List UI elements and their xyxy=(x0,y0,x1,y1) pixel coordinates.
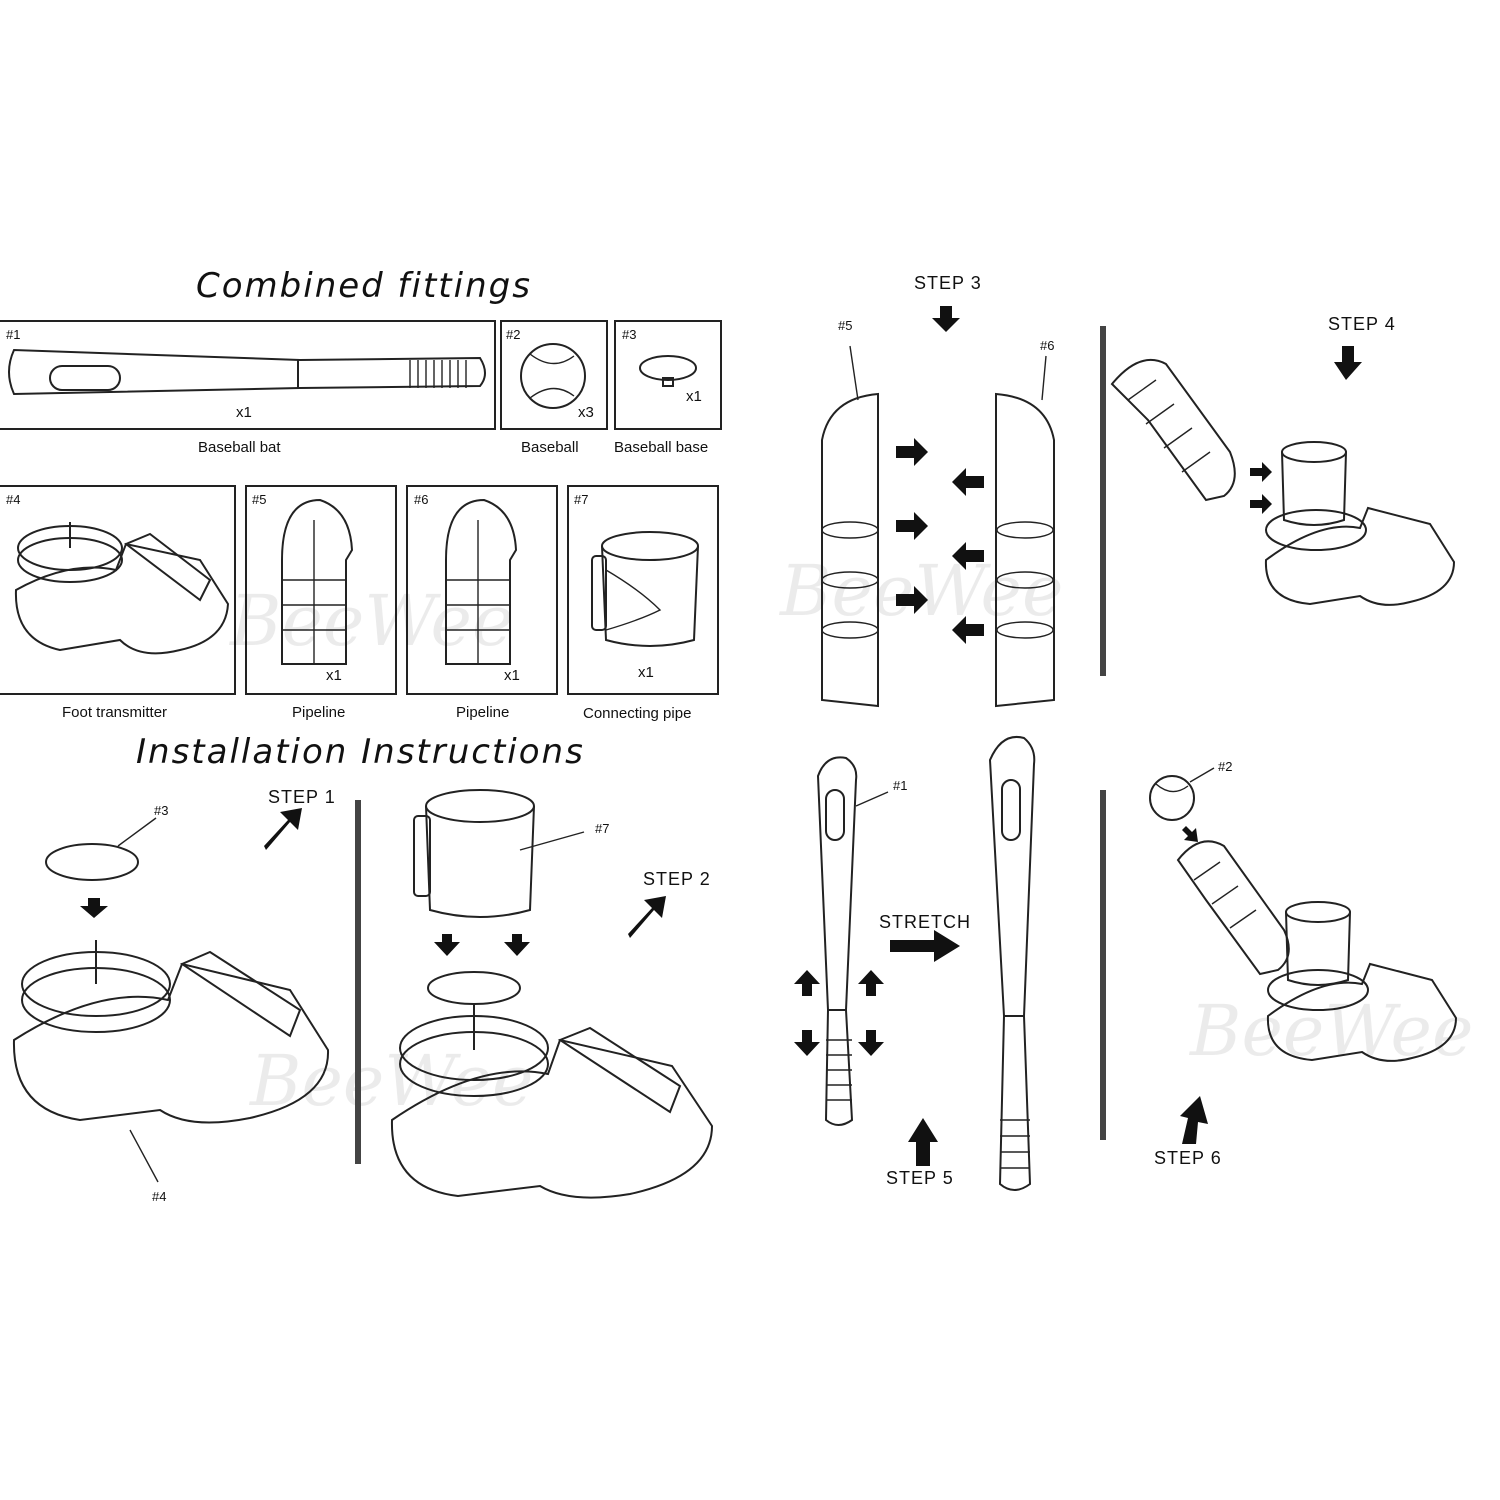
pipeline-icon xyxy=(281,498,354,665)
divider xyxy=(1100,790,1106,1140)
part-label: Connecting pipe xyxy=(583,705,692,722)
baseball-bat-icon xyxy=(8,348,486,396)
step-4-illustration xyxy=(1110,346,1456,606)
part-qty: x1 xyxy=(504,667,520,684)
part-box-base xyxy=(614,320,722,430)
step-6-illustration xyxy=(1149,767,1458,1144)
pipeline-icon xyxy=(445,498,518,665)
foot-transmitter-icon xyxy=(14,522,230,655)
step-3-illustration xyxy=(821,306,1055,708)
step-1-illustration xyxy=(12,808,330,1183)
base-icon xyxy=(639,355,697,387)
part-box-bat xyxy=(0,320,496,430)
step-5-illustration xyxy=(794,736,1036,1191)
part-label: Baseball xyxy=(521,439,579,456)
fittings-title: Combined fittings xyxy=(196,266,532,306)
step-label: STEP 6 xyxy=(1154,1148,1222,1168)
part-label: Pipeline xyxy=(456,704,510,721)
part-qty: x1 xyxy=(236,404,252,421)
watermark: BeeWee xyxy=(230,580,514,662)
watermark: BeeWee xyxy=(1190,990,1474,1072)
instructions-title: Installation Instructions xyxy=(136,732,585,772)
connecting-pipe-icon xyxy=(591,531,699,647)
part-qty: x3 xyxy=(578,404,594,421)
part-tag: #4 xyxy=(6,492,21,507)
step-label: STEP 1 xyxy=(268,787,336,807)
callout: #4 xyxy=(152,1189,167,1204)
part-qty: x1 xyxy=(686,388,702,405)
part-box-foot-transmitter xyxy=(0,485,236,695)
step-label: STEP 5 xyxy=(886,1168,954,1188)
part-label: Baseball bat xyxy=(198,439,281,456)
part-tag: #1 xyxy=(6,327,21,342)
part-box-pipeline-6 xyxy=(406,485,558,695)
part-tag: #7 xyxy=(574,492,589,507)
callout: #2 xyxy=(1218,759,1233,774)
part-label: Pipeline xyxy=(292,704,346,721)
divider xyxy=(1100,326,1106,676)
baseball-icon xyxy=(520,343,586,409)
part-tag: #3 xyxy=(622,327,637,342)
part-tag: #2 xyxy=(506,327,521,342)
stretch-label: STRETCH xyxy=(879,912,971,932)
step-2-illustration xyxy=(390,789,714,1199)
callout: #5 xyxy=(838,318,853,333)
part-tag: #6 xyxy=(414,492,429,507)
callout: #6 xyxy=(1040,338,1055,353)
part-label: Foot transmitter xyxy=(62,704,168,721)
watermark: BeeWee xyxy=(250,1040,534,1122)
step-label: STEP 2 xyxy=(643,869,711,889)
part-qty: x1 xyxy=(326,667,342,684)
callout: #7 xyxy=(595,821,610,836)
callout: #3 xyxy=(154,803,169,818)
step-label: STEP 3 xyxy=(914,273,982,293)
part-qty: x1 xyxy=(638,664,654,681)
part-box-baseball xyxy=(500,320,608,430)
part-tag: #5 xyxy=(252,492,267,507)
watermark: BeeWee xyxy=(780,550,1064,632)
callout: #1 xyxy=(893,778,908,793)
part-label: Baseball base xyxy=(614,439,709,456)
step-label: STEP 4 xyxy=(1328,314,1396,334)
part-box-pipeline-5 xyxy=(245,485,397,695)
divider xyxy=(355,800,361,1164)
